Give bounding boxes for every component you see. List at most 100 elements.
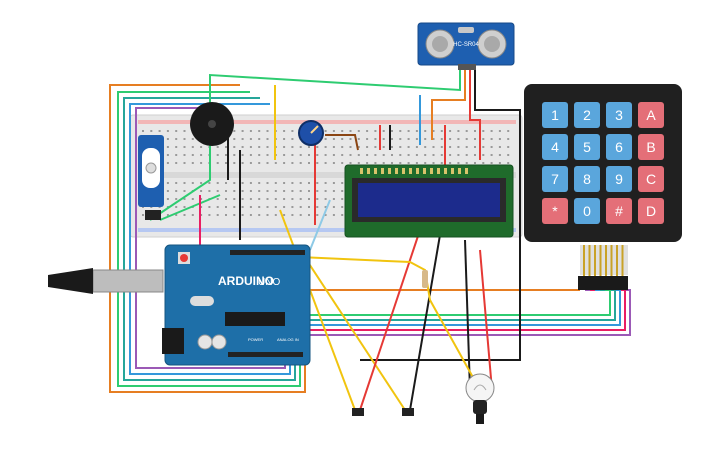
- breadboard-hole: [266, 138, 269, 140]
- breadboard-hole: [208, 214, 211, 216]
- breadboard-hole: [407, 130, 410, 132]
- keypad-key[interactable]: [638, 134, 664, 160]
- breadboard-hole: [274, 198, 277, 200]
- breadboard-hole: [415, 138, 418, 140]
- breadboard-hole: [507, 130, 510, 132]
- sensor-label: HC-SR04: [453, 42, 479, 48]
- lcd-display[interactable]: [344, 164, 514, 238]
- breadboard-hole: [308, 154, 310, 156]
- breadboard-hole: [249, 162, 252, 164]
- keypad-key[interactable]: [542, 198, 568, 224]
- keypad-key[interactable]: [606, 134, 632, 160]
- breadboard-hole: [465, 154, 468, 156]
- breadboard-hole: [191, 162, 194, 164]
- breadboard-hole: [341, 190, 344, 192]
- keypad-key[interactable]: [574, 102, 600, 128]
- breadboard-hole: [266, 146, 269, 148]
- breadboard-hole: [233, 198, 236, 200]
- breadboard-hole: [291, 198, 294, 200]
- breadboard-hole: [432, 130, 435, 132]
- ultrasonic-sensor[interactable]: HC-SR04: [417, 22, 515, 70]
- breadboard-hole: [291, 154, 294, 156]
- keypad-key[interactable]: [542, 134, 568, 160]
- breadboard-hole: [266, 206, 269, 208]
- breadboard-hole: [142, 214, 144, 216]
- keypad-key[interactable]: [638, 198, 664, 224]
- breadboard-hole: [482, 138, 485, 140]
- breadboard-hole: [440, 146, 443, 148]
- breadboard-hole: [191, 182, 194, 184]
- lcd-pin: [402, 168, 405, 174]
- keypad-key[interactable]: [574, 134, 600, 160]
- breadboard-hole: [175, 182, 178, 184]
- breadboard-hole: [225, 162, 227, 164]
- breadboard-hole: [341, 138, 344, 140]
- breadboard-hole: [175, 214, 178, 216]
- breadboard-hole: [432, 162, 435, 164]
- resistor: [422, 270, 428, 288]
- keypad-key[interactable]: [574, 198, 600, 224]
- breadboard-hole: [183, 146, 186, 148]
- keypad-key-label: A: [646, 107, 656, 123]
- keypad-key[interactable]: [606, 198, 632, 224]
- piezo-buzzer[interactable]: [190, 102, 234, 146]
- keypad-key[interactable]: [638, 166, 664, 192]
- breadboard-hole: [424, 138, 427, 140]
- breadboard-hole: [249, 206, 252, 208]
- breadboard-hole: [274, 190, 277, 192]
- lcd-pin: [465, 168, 468, 174]
- breadboard-hole: [283, 162, 286, 164]
- keypad-key[interactable]: [542, 102, 568, 128]
- keypad-key-label: 1: [551, 107, 559, 123]
- breadboard-hole: [382, 138, 385, 140]
- breadboard-hole: [449, 146, 452, 148]
- breadboard-hole: [366, 130, 369, 132]
- lcd-pin: [360, 168, 363, 174]
- breadboard-hole: [299, 182, 302, 184]
- breadboard-hole: [349, 130, 352, 132]
- breadboard-hole: [308, 146, 310, 148]
- keypad-key[interactable]: [542, 166, 568, 192]
- breadboard-hole: [283, 214, 286, 216]
- lcd-pin: [395, 168, 398, 174]
- breadboard-hole: [266, 198, 269, 200]
- potentiometer[interactable]: [298, 120, 324, 146]
- breadboard-hole: [374, 138, 377, 140]
- breadboard-hole: [175, 138, 178, 140]
- breadboard-hole: [191, 146, 194, 148]
- breadboard-hole: [308, 182, 310, 184]
- breadboard-hole: [457, 146, 460, 148]
- arduino-uno[interactable]: ARDUINO UNO POWER ANALOG IN: [48, 244, 311, 366]
- breadboard-hole: [241, 206, 244, 208]
- breadboard-hole: [324, 206, 327, 208]
- breadboard-hole: [482, 146, 485, 148]
- breadboard-hole: [175, 190, 178, 192]
- breadboard-hole: [349, 146, 352, 148]
- breadboard-hole: [507, 154, 510, 156]
- connector-left: [352, 408, 364, 416]
- servo-motor[interactable]: [138, 135, 164, 220]
- keypad-key[interactable]: [606, 166, 632, 192]
- breadboard-hole: [274, 214, 277, 216]
- breadboard-hole: [166, 146, 169, 148]
- breadboard-hole: [391, 146, 393, 148]
- breadboard-hole: [357, 154, 360, 156]
- breadboard-hole: [175, 146, 178, 148]
- light-bulb[interactable]: [465, 373, 495, 424]
- breadboard-hole: [241, 182, 244, 184]
- keypad-key[interactable]: [574, 166, 600, 192]
- breadboard-hole: [166, 198, 169, 200]
- breadboard-hole: [316, 206, 319, 208]
- keypad-key[interactable]: [606, 102, 632, 128]
- breadboard-hole: [241, 214, 244, 216]
- breadboard-hole: [474, 154, 476, 156]
- breadboard-hole: [316, 154, 319, 156]
- connector-right: [402, 408, 414, 416]
- keypad-key[interactable]: [638, 102, 664, 128]
- breadboard-hole: [299, 190, 302, 192]
- breadboard-hole: [474, 162, 476, 164]
- breadboard-hole: [225, 154, 227, 156]
- breadboard-hole: [316, 198, 319, 200]
- breadboard-hole: [183, 214, 186, 216]
